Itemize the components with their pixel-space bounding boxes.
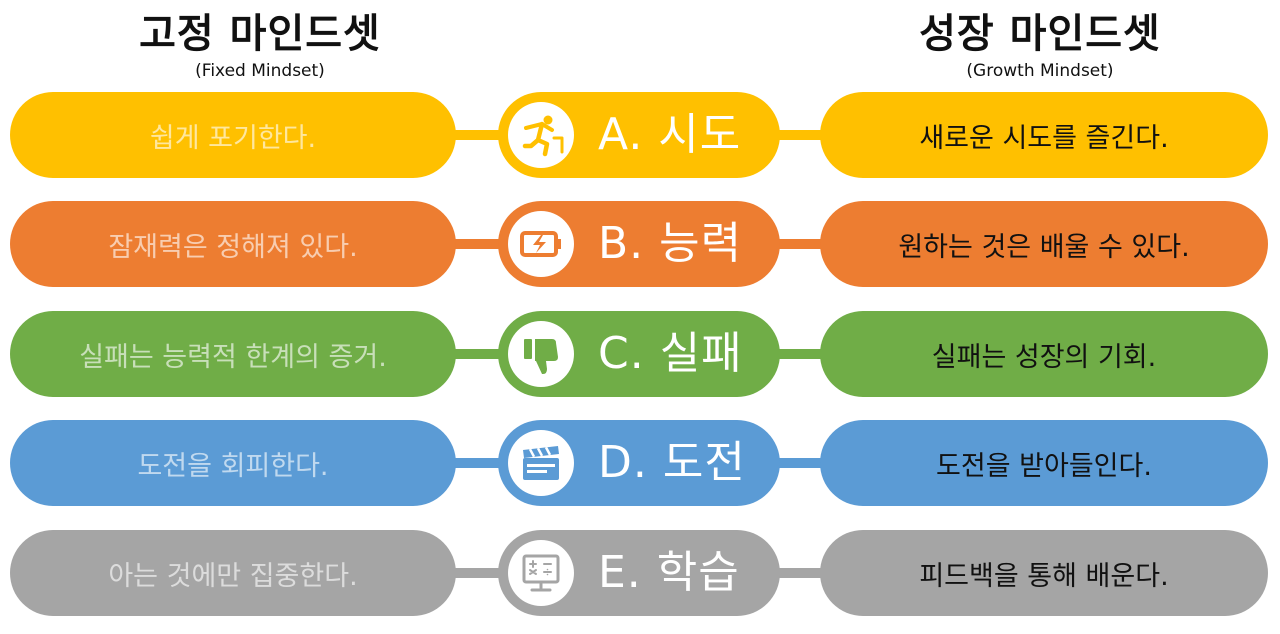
connector-right	[776, 568, 826, 578]
growth-mindset-header: 성장 마인드셋 (Growth Mindset)	[820, 10, 1260, 82]
topic-label: D. 도전	[598, 437, 746, 488]
growth-statement: 피드백을 통해 배운다.	[919, 560, 1169, 592]
fixed-mindset-title: 고정 마인드셋	[139, 11, 381, 57]
connector-left	[450, 239, 506, 249]
row-attempt: 쉽게 포기한다. A. 시도 새로운 시도를 즐긴다.	[0, 92, 1280, 178]
topic-pill: E. 학습	[498, 530, 780, 616]
topic-pill: D. 도전	[498, 420, 780, 506]
fixed-mindset-subtitle: (Fixed Mindset)	[195, 61, 325, 81]
fixed-statement-pill: 도전을 회피한다.	[10, 420, 456, 506]
growth-statement-pill: 도전을 받아들인다.	[820, 420, 1268, 506]
connector-right	[776, 239, 826, 249]
connector-right	[776, 130, 826, 140]
fixed-statement: 쉽게 포기한다.	[149, 122, 317, 154]
growth-statement-pill: 원하는 것은 배울 수 있다.	[820, 201, 1268, 287]
connector-left	[450, 458, 506, 468]
connector-left	[450, 568, 506, 578]
topic-pill: A. 시도	[498, 92, 780, 178]
growth-statement: 원하는 것은 배울 수 있다.	[898, 231, 1190, 263]
fixed-statement-pill: 아는 것에만 집중한다.	[10, 530, 456, 616]
connector-right	[776, 349, 826, 359]
connector-left	[450, 130, 506, 140]
growth-statement-pill: 피드백을 통해 배운다.	[820, 530, 1268, 616]
topic-label: C. 실패	[598, 328, 743, 379]
row-ability: 잠재력은 정해져 있다. B. 능력 원하는 것은 배울 수 있다.	[0, 201, 1280, 287]
running-person-icon	[508, 102, 574, 168]
fixed-statement: 도전을 회피한다.	[137, 450, 329, 482]
row-challenge: 도전을 회피한다. D. 도전 도전을 받아들인다.	[0, 420, 1280, 506]
thumbs-down-icon	[508, 321, 574, 387]
fixed-statement-pill: 잠재력은 정해져 있다.	[10, 201, 456, 287]
topic-label: A. 시도	[598, 109, 742, 160]
growth-statement: 새로운 시도를 즐긴다.	[919, 122, 1169, 154]
fixed-statement-pill: 실패는 능력적 한계의 증거.	[10, 311, 456, 397]
growth-mindset-title: 성장 마인드셋	[919, 11, 1161, 57]
topic-label: E. 학습	[598, 547, 740, 598]
topic-label: B. 능력	[598, 218, 743, 269]
fixed-statement: 잠재력은 정해져 있다.	[108, 231, 358, 263]
growth-statement: 도전을 받아들인다.	[936, 450, 1152, 482]
connector-right	[776, 458, 826, 468]
topic-pill: B. 능력	[498, 201, 780, 287]
fixed-statement: 아는 것에만 집중한다.	[108, 560, 358, 592]
fixed-statement: 실패는 능력적 한계의 증거.	[79, 341, 387, 373]
fixed-mindset-header: 고정 마인드셋 (Fixed Mindset)	[70, 10, 450, 82]
clapperboard-icon	[508, 430, 574, 496]
battery-charging-icon	[508, 211, 574, 277]
fixed-statement-pill: 쉽게 포기한다.	[10, 92, 456, 178]
growth-statement-pill: 새로운 시도를 즐긴다.	[820, 92, 1268, 178]
growth-mindset-subtitle: (Growth Mindset)	[966, 61, 1114, 81]
growth-statement: 실패는 성장의 기회.	[931, 341, 1157, 373]
topic-pill: C. 실패	[498, 311, 780, 397]
connector-left	[450, 349, 506, 359]
row-failure: 실패는 능력적 한계의 증거. C. 실패 실패는 성장의 기회.	[0, 311, 1280, 397]
row-learning: 아는 것에만 집중한다. E. 학습 피드백을 통해 배운다.	[0, 530, 1280, 616]
calculator-monitor-icon	[508, 540, 574, 606]
growth-statement-pill: 실패는 성장의 기회.	[820, 311, 1268, 397]
